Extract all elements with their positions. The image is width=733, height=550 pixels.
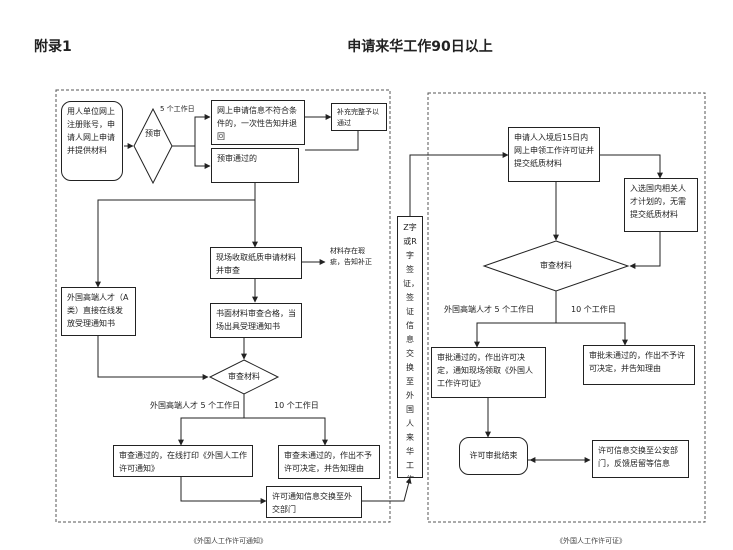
pre-review-diamond <box>133 107 173 185</box>
class-a-direct-box: 外国高端人才（A类）直接在线发放受理通知书 <box>61 287 136 336</box>
left-panel-border <box>55 89 391 523</box>
incomplete-box: 材料存在瑕疵，告知补正 <box>330 247 372 266</box>
page-title: 申请来华工作90日以上 <box>347 39 493 55</box>
right-panel-border <box>427 92 706 523</box>
appendix-label: 附录1 <box>34 39 72 55</box>
rejected-right-box: 审批未通过的，作出不予许可决定，并告知理由 <box>583 345 695 385</box>
pre-passed-box: 预审通过的 <box>211 148 299 183</box>
written-pass-box: 书面材料审查合格，当场出具受理通知书 <box>210 303 302 338</box>
end-box: 许可审批结束 <box>459 437 528 475</box>
onsite-collect-box: 现场收取纸质申请材料并审查 <box>210 247 302 279</box>
approved-right-box: 审批通过的，作出许可决定，通知现场领取《外国人工作许可证》 <box>431 347 546 398</box>
info-exchange-box: 许可信息交换至公安部门，反馈居留等信息 <box>592 440 689 478</box>
highend-days-left: 外国高端人才 5 个工作日 <box>150 401 241 410</box>
not-compliant-box: 网上申请信息不符合条件的，一次性告知并退回 <box>211 100 305 145</box>
talent-plan-box: 入选国内相关人才计划的，无需提交纸质材料 <box>624 178 698 232</box>
highend-days-right: 外国高端人才 5 个工作日 <box>444 305 535 314</box>
review-label-left: 审查材料 <box>228 372 260 381</box>
visa-exchange-text: Z字或R字签证，签证信息交换至外国人来华工作管理部门 <box>403 223 419 477</box>
pre-review-label: 预审 <box>145 129 161 138</box>
review-label-right: 审查材料 <box>540 261 572 270</box>
left-caption: 《外国人工作许可通知》 <box>190 537 267 545</box>
notify-foreign-box: 许可通知信息交换至外交部门 <box>266 486 362 518</box>
entry-15-box: 申请人入境后15日内网上申领工作许可证并提交纸质材料 <box>508 127 600 182</box>
visa-exchange-box: Z字或R字签证，签证信息交换至外国人来华工作管理部门 <box>397 216 423 478</box>
right-caption: 《外国人工作许可证》 <box>556 537 626 545</box>
pre-review-days-label: 5 个工作日 <box>160 105 195 113</box>
employer-register-box: 用人单位网上注册账号，申请人网上申请并提供材料 <box>61 101 123 181</box>
supplement-box: 补充完整予以通过 <box>331 103 387 131</box>
ten-days-left: 10 个工作日 <box>274 401 319 410</box>
ten-days-right: 10 个工作日 <box>571 305 616 314</box>
approved-print-box: 审查通过的，在线打印《外国人工作许可通知》 <box>113 445 253 477</box>
rejected-left-box: 审查未通过的，作出不予许可决定，并告知理由 <box>278 445 380 479</box>
